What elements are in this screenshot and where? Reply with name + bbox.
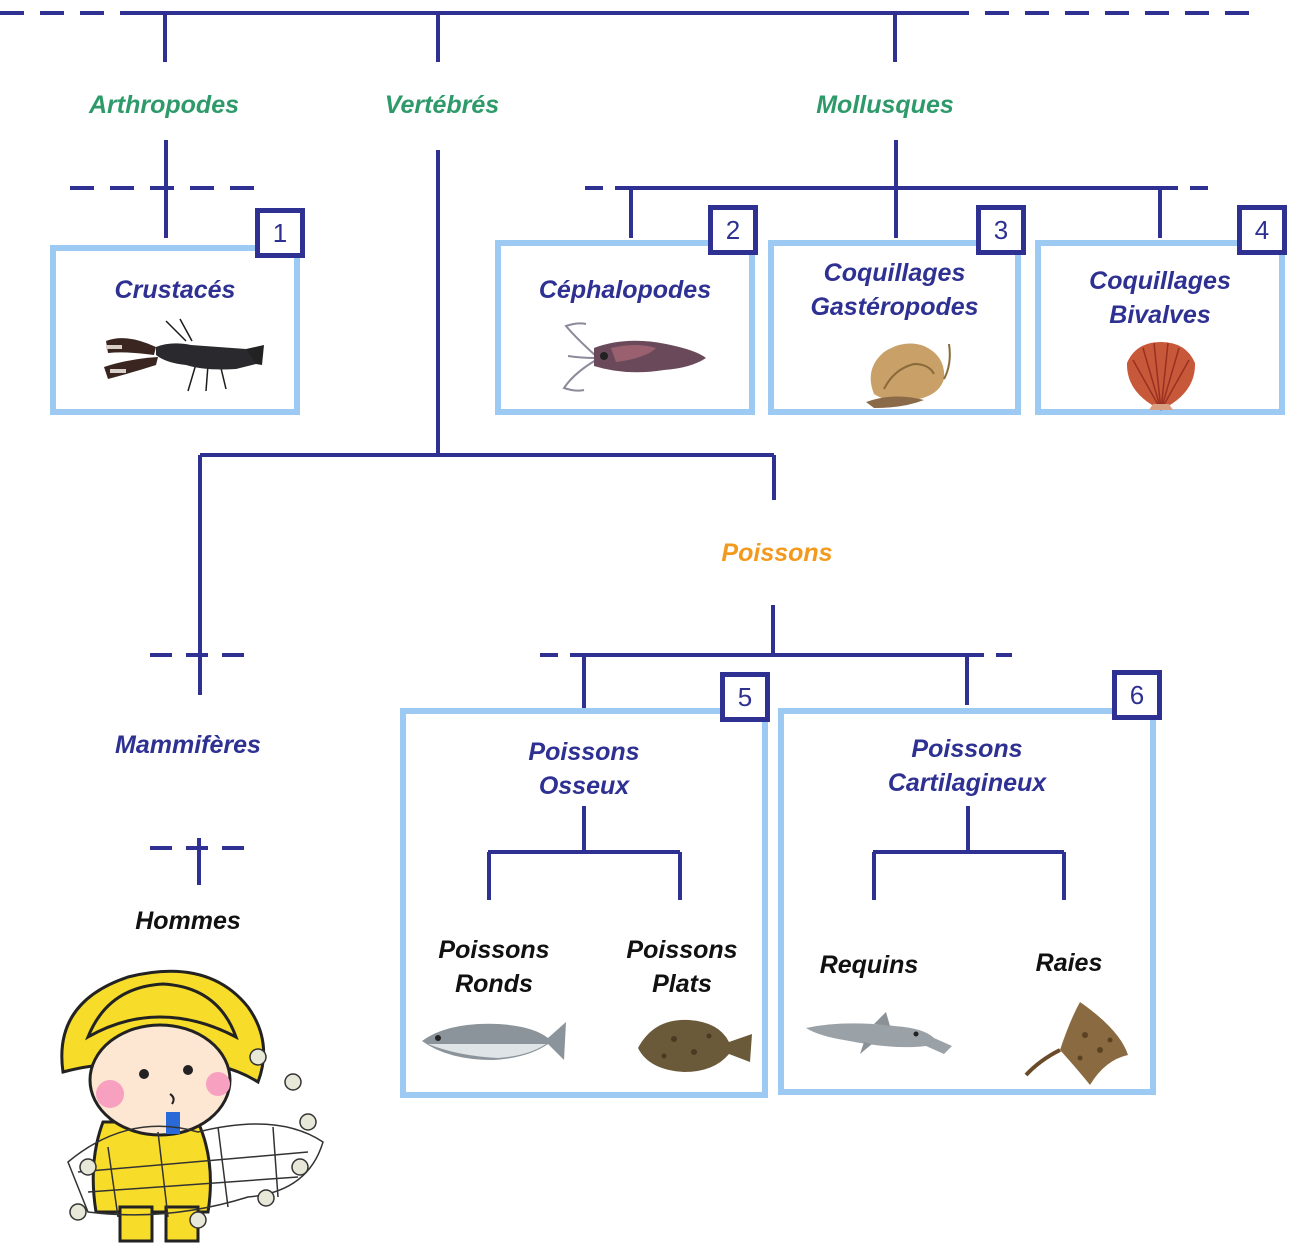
mollusques-label: Mollusques <box>816 91 954 119</box>
raies-label: Raies <box>1035 949 1103 977</box>
cartilagineux-line1: Poissons <box>911 735 1023 763</box>
cartilagineux-connectors <box>872 806 1066 900</box>
arthropodes-label: Arthropodes <box>89 91 239 119</box>
bivalves-line2: Bivalves <box>1109 301 1211 329</box>
cephalopodes-number-badge: 2 <box>708 205 758 255</box>
ray-icon <box>1024 1002 1128 1085</box>
poissons-osseux-box: Poissons Osseux Poissons Ronds Poissons … <box>400 708 768 1098</box>
gasteropodes-number-badge: 3 <box>976 205 1026 255</box>
plats-line1: Poissons <box>626 936 738 964</box>
gasteropodes-line2: Gastéropodes <box>810 293 979 321</box>
crustaces-box: Crustacés <box>50 245 300 415</box>
whelk-shell-icon <box>866 343 951 408</box>
requins-label: Requins <box>819 951 919 979</box>
hommes-label: Hommes <box>135 907 241 935</box>
osseux-connectors <box>487 806 682 900</box>
cartilagineux-line2: Cartilagineux <box>887 769 1047 797</box>
vertebres-label: Vertébrés <box>384 91 500 119</box>
crustaces-number-badge: 1 <box>255 208 305 258</box>
ronds-line1: Poissons <box>438 936 550 964</box>
crustaces-label: Crustacés <box>114 276 236 304</box>
flatfish-icon <box>638 1019 752 1072</box>
scallop-shell-icon <box>1126 342 1196 411</box>
ronds-line2: Ronds <box>455 970 533 998</box>
cephalopodes-box: Céphalopodes <box>495 240 755 415</box>
mammiferes-label: Mammifères <box>115 731 261 759</box>
gasteropodes-box: Coquillages Gastéropodes <box>768 240 1021 415</box>
osseux-number-badge: 5 <box>720 672 770 722</box>
sea-bass-icon <box>422 1022 566 1060</box>
shark-icon <box>806 1012 952 1054</box>
poissons-label: Poissons <box>721 539 833 567</box>
cephalopodes-label: Céphalopodes <box>538 276 712 304</box>
squid-icon <box>562 322 706 392</box>
osseux-line2: Osseux <box>538 772 630 800</box>
bivalves-number-badge: 4 <box>1237 205 1287 255</box>
lobster-icon <box>104 318 264 392</box>
cartilagineux-number-badge: 6 <box>1112 670 1162 720</box>
osseux-line1: Poissons <box>528 738 640 766</box>
plats-line2: Plats <box>652 970 712 998</box>
fisherman-child-icon <box>60 969 324 1243</box>
bivalves-box: Coquillages Bivalves <box>1035 240 1285 415</box>
poissons-cartilagineux-box: Poissons Cartilagineux Requins Raies <box>778 708 1156 1095</box>
bivalves-line1: Coquillages <box>1089 267 1231 295</box>
gasteropodes-line1: Coquillages <box>823 259 966 287</box>
